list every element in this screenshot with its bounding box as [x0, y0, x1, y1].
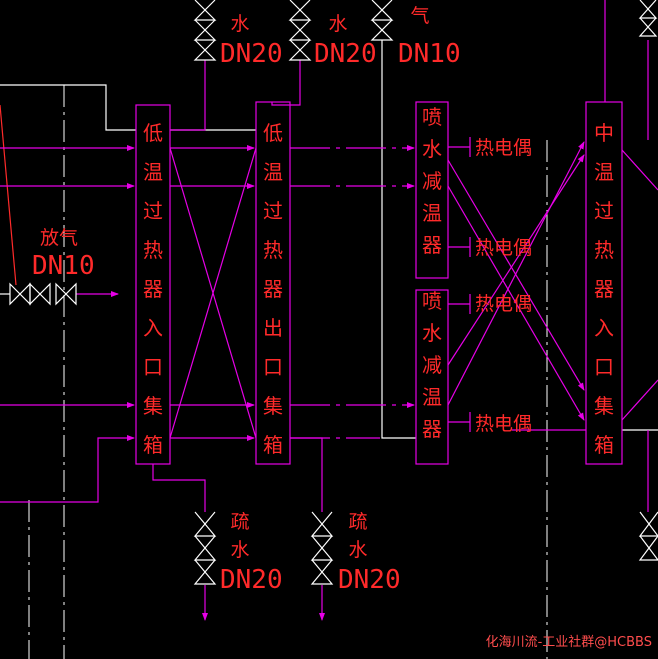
- red-diagonal-line: [0, 104, 17, 286]
- vent-label-left: 放气: [40, 227, 78, 249]
- header-box-3: [415, 101, 449, 279]
- top-risers: [170, 0, 649, 140]
- thermocouple-label-3: 热电偶: [475, 293, 532, 315]
- dn10-label-left: DN10: [32, 251, 95, 281]
- thermocouple-label-4: 热电偶: [475, 413, 532, 435]
- bottom-labels: 疏 水 DN20 疏 水 DN20: [220, 511, 401, 595]
- dn20-label-bottom-2: DN20: [338, 565, 401, 595]
- left-labels: 放气 DN10: [32, 227, 95, 281]
- header-box-4: [415, 289, 449, 465]
- header-label-3: 喷水减温器: [422, 105, 442, 257]
- crossover-lines: [169, 141, 658, 439]
- drain-label-bottom-1a: 疏: [230, 511, 249, 533]
- header-label-4: 喷水减温器: [422, 289, 442, 441]
- dn20-label-bottom-1: DN20: [220, 565, 283, 595]
- drain-label-bottom-1b: 水: [230, 539, 249, 561]
- bottom-drains: [152, 430, 649, 621]
- header-label-5: 中温过热器入口集箱: [594, 121, 614, 457]
- thermocouple-label-2: 热电偶: [475, 237, 532, 259]
- watermark-text: 化海川流-工业社群@HCBBS: [486, 634, 652, 650]
- header-boxes: [135, 101, 623, 465]
- vent-label-top: 气: [410, 5, 429, 27]
- thermocouple-label-1: 热电偶: [475, 137, 532, 159]
- dn10-label-top: DN10: [398, 39, 461, 69]
- header-box-2: [255, 101, 291, 465]
- header-box-5: [585, 101, 623, 465]
- header-label-2: 低温过热器出口集箱: [263, 121, 283, 457]
- header-label-1: 低温过热器入口集箱: [143, 121, 163, 457]
- dn20-label-top-1: DN20: [220, 39, 283, 69]
- horizontal-pipes: [0, 145, 658, 503]
- header-labels: 低温过热器入口集箱 低温过热器出口集箱 喷水减温器 喷水减温器 中温过热器入口集…: [143, 105, 614, 457]
- drain-label-top-2b: 水: [328, 13, 347, 35]
- drain-label-bottom-2a: 疏: [348, 511, 367, 533]
- top-labels: 水 DN20 水 DN20 气 DN10: [220, 5, 461, 69]
- valves: [9, 0, 658, 585]
- thermocouple-labels: 热电偶 热电偶 热电偶 热电偶: [475, 137, 532, 435]
- header-box-1: [135, 104, 171, 465]
- thermocouple-taps: [448, 137, 471, 432]
- drain-label-bottom-2b: 水: [348, 539, 367, 561]
- drain-label-top-1b: 水: [230, 13, 249, 35]
- dn20-label-top-2: DN20: [314, 39, 377, 69]
